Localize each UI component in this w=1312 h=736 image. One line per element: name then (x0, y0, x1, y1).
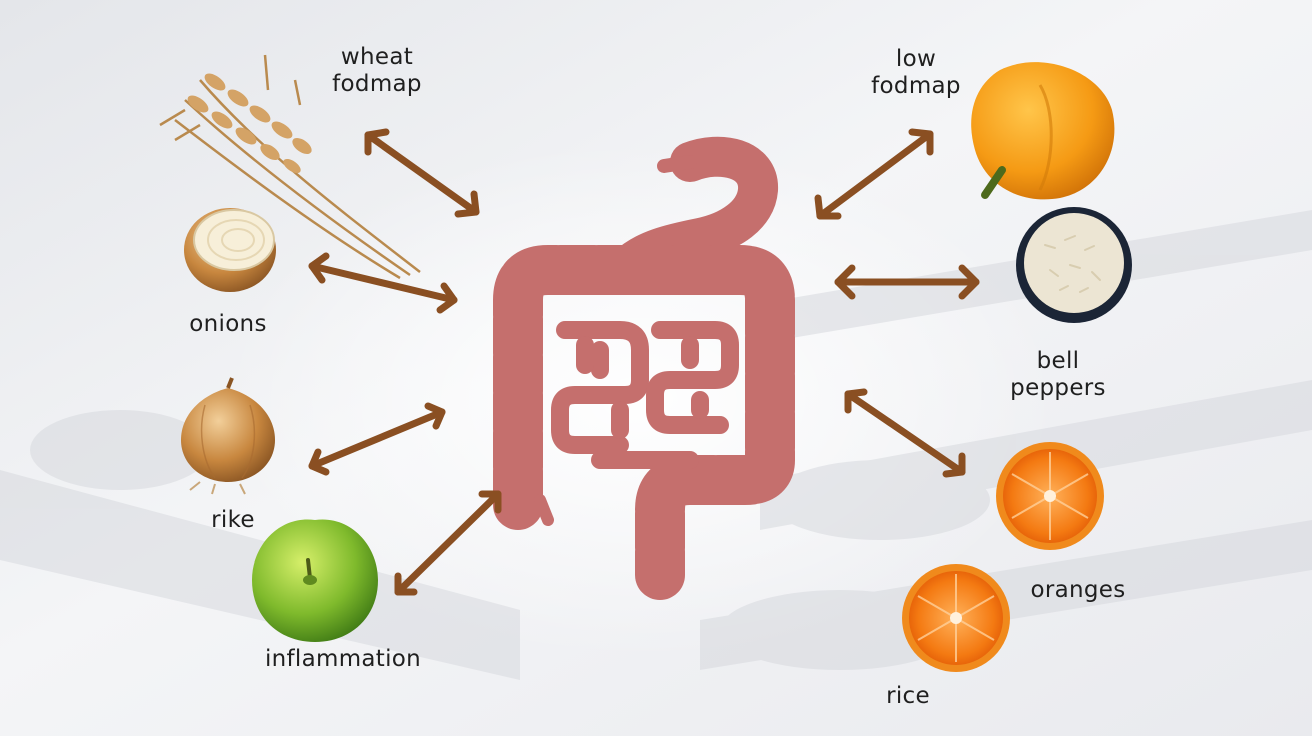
double-arrow-icon (308, 402, 446, 476)
onion-icon (181, 377, 275, 495)
label-bell-peppers: bell peppers (998, 348, 1118, 402)
small-intestine (551, 321, 739, 469)
large-intestine (493, 245, 795, 600)
double-arrow-icon (364, 128, 480, 218)
double-arrow-icon (834, 264, 980, 300)
label-line: wheat (340, 44, 414, 70)
bell-pepper-icon (971, 62, 1115, 200)
label-inflammation: inflammation (264, 646, 422, 672)
digestive-tract-icon (493, 136, 795, 600)
wheat-icon (159, 54, 421, 280)
double-arrow-icon (814, 128, 934, 220)
arrows (308, 128, 980, 596)
rice-bowl-icon (1016, 207, 1132, 323)
double-arrow-icon (308, 252, 458, 314)
label-onions: onions (189, 311, 267, 337)
label-low-fodmap: low fodmap (860, 46, 972, 100)
label-line: low (895, 46, 937, 72)
double-arrow-icon (394, 490, 502, 596)
label-oranges: oranges (1030, 577, 1126, 603)
label-wheat-fodmap: wheat fodmap (322, 44, 432, 98)
onion-half-icon (184, 208, 276, 292)
orange-half-icon (996, 442, 1104, 550)
label-line: bell (1036, 348, 1080, 374)
label-line: fodmap (332, 71, 422, 97)
orange-half-icon (902, 564, 1010, 672)
label-line: peppers (1010, 375, 1106, 401)
label-line: fodmap (871, 73, 961, 99)
green-apple-icon (252, 519, 378, 642)
double-arrow-icon (844, 388, 966, 478)
label-rice: rice (886, 683, 930, 709)
label-rike: rike (211, 507, 255, 533)
shadow-streaks (0, 210, 1312, 680)
